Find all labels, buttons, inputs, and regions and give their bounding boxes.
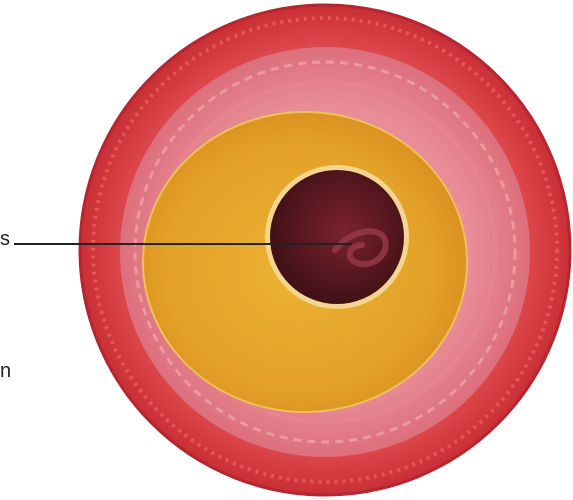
label-fragment-bottom: n [0,360,11,383]
label-fragment-top: s [0,228,10,251]
